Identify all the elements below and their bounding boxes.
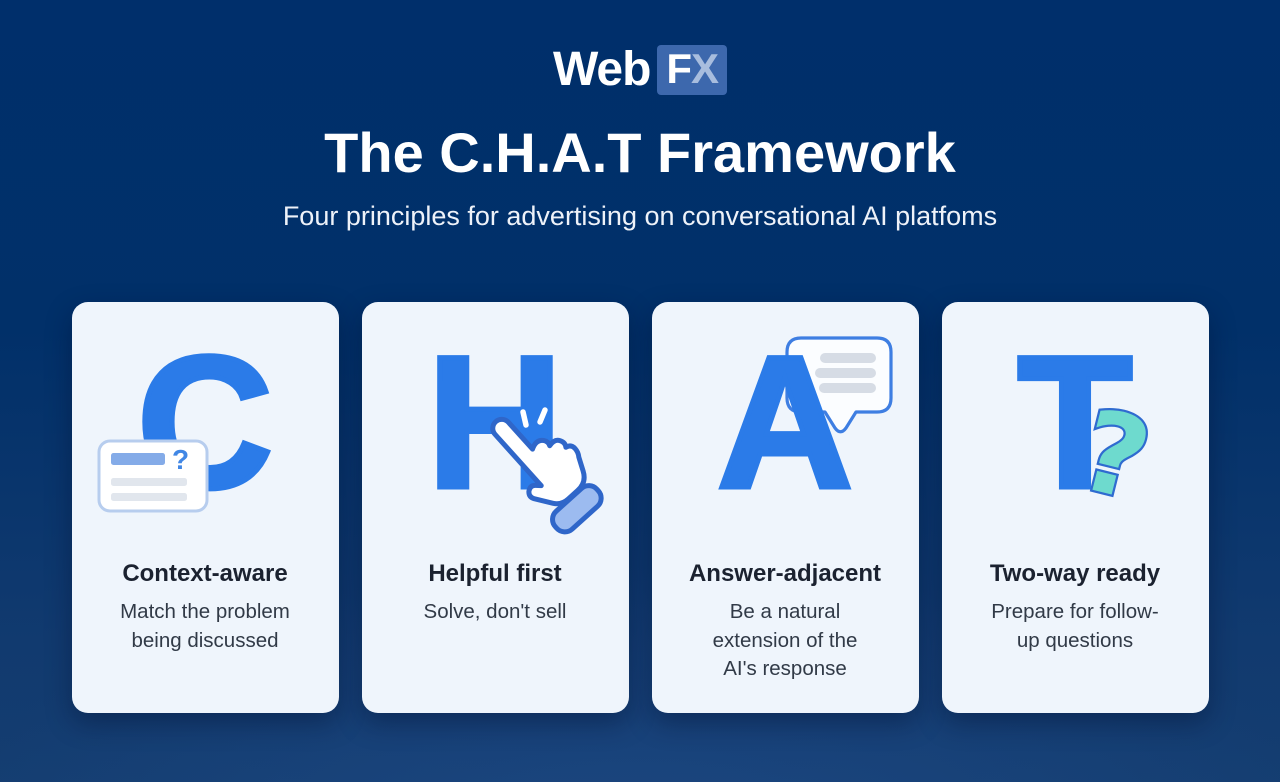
cards-row: C ? Context-aware Match the problem bein… xyxy=(0,302,1280,713)
card-heading: Two-way ready xyxy=(989,560,1161,587)
logo-x-text: X xyxy=(691,45,719,92)
letter-zone: A xyxy=(652,302,919,560)
card-body: Match the problem being discussed xyxy=(120,600,290,652)
card-heading: Context-aware xyxy=(122,560,288,587)
speech-bubble-icon xyxy=(784,336,893,434)
logo-f-text: F xyxy=(666,45,692,92)
letter-a: A xyxy=(715,317,856,527)
letter-zone: H xyxy=(362,302,629,560)
card-heading: Answer-adjacent xyxy=(688,560,882,587)
card-body: Solve, don't sell xyxy=(423,600,567,623)
page-title: The C.H.A.T Framework xyxy=(324,121,956,184)
letter-zone: T ? xyxy=(942,302,1209,560)
click-hand-icon xyxy=(489,407,604,535)
question-mark-icon: ? xyxy=(1065,394,1164,524)
logo-web-text: Web xyxy=(552,43,651,96)
svg-text:?: ? xyxy=(172,444,189,475)
card-answer-adjacent: A Answer-adjacent Be a natural extension… xyxy=(651,302,919,713)
card-body: Prepare for follow- up questions xyxy=(991,600,1159,652)
letter-zone: C ? xyxy=(72,302,339,560)
card-heading: Helpful first xyxy=(428,560,562,587)
card-two-way-ready: T ? Two-way ready Prepare for follow- up… xyxy=(941,302,1209,713)
page-subtitle: Four principles for advertising on conve… xyxy=(282,201,998,231)
card-helpful-first: H Helpful first Solve, don't sell xyxy=(361,302,629,713)
letter-t: T xyxy=(1015,317,1135,527)
card-body: Be a natural extension of the AI's respo… xyxy=(712,600,858,681)
svg-text:?: ? xyxy=(1067,394,1161,524)
card-context-aware: C ? Context-aware Match the problem bein… xyxy=(71,302,339,713)
memo-question-icon: ? xyxy=(97,439,208,513)
